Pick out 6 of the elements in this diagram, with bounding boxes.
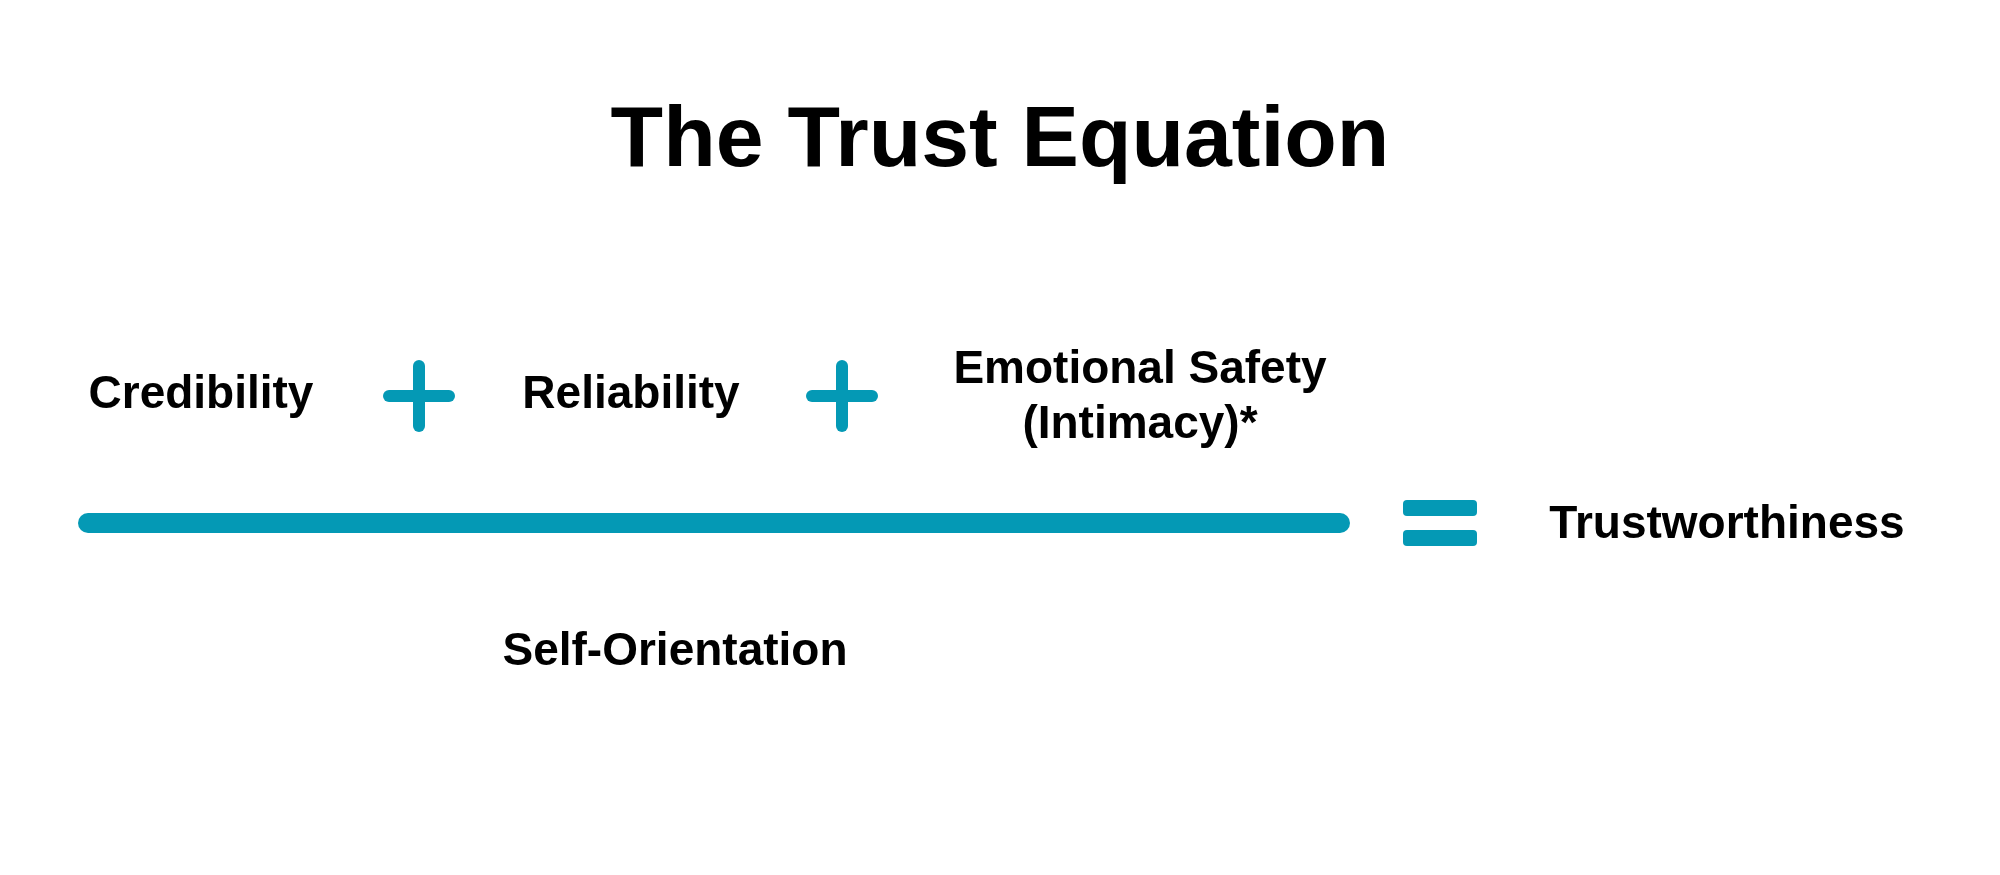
title: The Trust Equation — [610, 87, 1390, 187]
numerator-term: Credibility — [87, 365, 315, 421]
numerator-term: Emotional Safety (Intimacy)* — [952, 339, 1328, 450]
result-term: Trustworthiness — [1548, 495, 1906, 551]
denominator-term: Self-Orientation — [501, 622, 849, 678]
numerator-term: Reliability — [521, 365, 741, 421]
